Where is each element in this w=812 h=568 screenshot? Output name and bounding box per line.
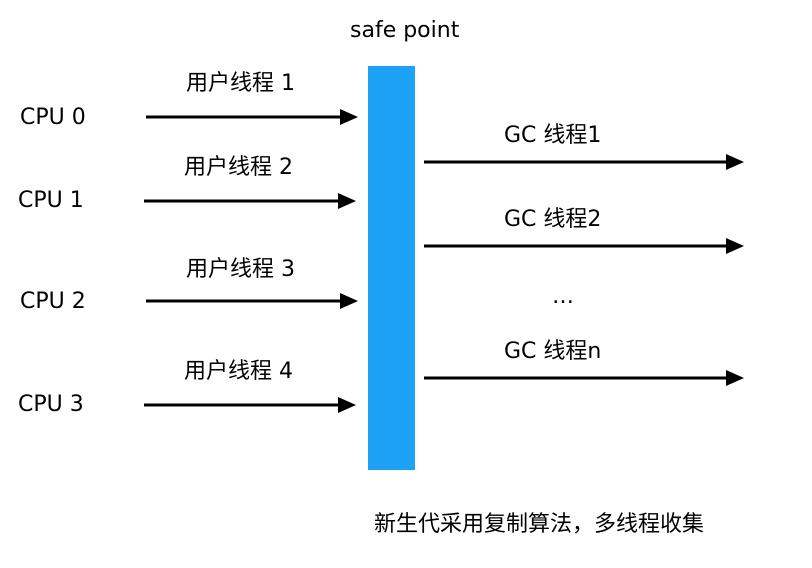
user-thread-label-3: 用户线程 3: [186, 257, 295, 282]
cpu-label-3: CPU 3: [18, 392, 84, 417]
gc-thread-arrow-n: [424, 370, 744, 386]
gc-thread-arrow-1: [424, 154, 744, 170]
cpu-label-2: CPU 2: [20, 289, 86, 314]
cpu-label-0: CPU 0: [20, 105, 86, 130]
user-thread-label-2: 用户线程 2: [184, 155, 293, 180]
gc-thread-arrow-2: [424, 238, 744, 254]
gc-thread-label-n: GC 线程n: [504, 339, 602, 364]
user-thread-arrow-1: [146, 109, 358, 125]
safe-point-bar: [368, 66, 415, 470]
user-thread-arrow-4: [144, 397, 356, 413]
gc-thread-label-1: GC 线程1: [504, 123, 602, 148]
safe-point-label: safe point: [350, 18, 460, 43]
cpu-label-1: CPU 1: [18, 188, 84, 213]
gc-thread-ellipsis: …: [552, 284, 574, 309]
diagram-caption: 新生代采用复制算法，多线程收集: [374, 512, 705, 537]
user-thread-arrow-2: [144, 193, 356, 209]
user-thread-label-4: 用户线程 4: [184, 359, 293, 384]
user-thread-arrow-3: [146, 293, 358, 309]
gc-thread-label-2: GC 线程2: [504, 207, 602, 232]
user-thread-label-1: 用户线程 1: [186, 71, 295, 96]
